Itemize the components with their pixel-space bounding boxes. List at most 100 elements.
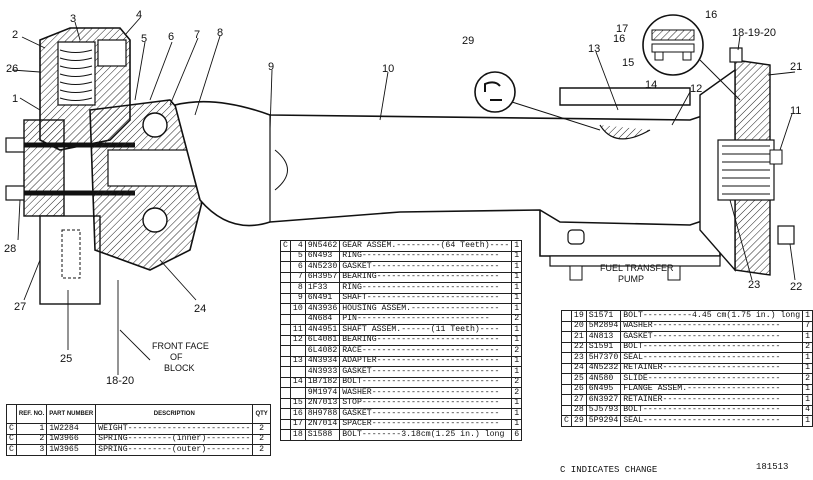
part-number: 5J5793 <box>585 404 622 416</box>
change-flag <box>561 341 572 353</box>
part-number: 2N7013 <box>304 397 341 409</box>
table-row: 4N684 PIN---------------------------2 <box>280 313 523 325</box>
ref-no: 27 <box>570 394 587 406</box>
quantity: 1 <box>802 362 813 374</box>
change-flag <box>280 429 291 441</box>
change-flag <box>561 352 572 364</box>
part-number: 4N580 <box>585 373 622 385</box>
callout-28: 28 <box>4 243 16 255</box>
part-number: 4N684 <box>304 313 341 325</box>
col-header-part: PART NUMBER <box>46 404 97 424</box>
callout-13: 13 <box>588 43 600 55</box>
ref-no: 23 <box>570 352 587 364</box>
quantity: 2 <box>252 433 271 445</box>
change-flag: C <box>6 433 17 445</box>
quantity: 2 <box>511 376 523 388</box>
description: SLIDE--------------------------- <box>620 373 804 385</box>
part-number: 5M2894 <box>585 320 622 332</box>
ref-no: 28 <box>570 404 587 416</box>
table-row: C 3 1W3965 SPRING---------(outer)-------… <box>6 444 271 456</box>
callout-9: 9 <box>268 61 274 73</box>
detail-view-seal <box>474 71 601 131</box>
description: RETAINER------------------------ <box>620 362 804 374</box>
callout-22: 22 <box>790 281 802 293</box>
ref-no: 11 <box>289 324 306 336</box>
change-flag <box>561 404 572 416</box>
callout-7: 7 <box>194 29 200 41</box>
front-face-label-2: OF <box>170 352 183 362</box>
change-flag <box>561 362 572 374</box>
part-number: 1W3965 <box>46 444 97 456</box>
ref-no: 29 <box>570 415 587 427</box>
part-number: 6H3957 <box>304 271 341 283</box>
change-flag <box>280 324 291 336</box>
part-number: 4N3933 <box>304 366 341 378</box>
ref-no <box>289 313 306 325</box>
change-flag <box>561 331 572 343</box>
ref-no: 17 <box>289 418 306 430</box>
front-face-label-1: FRONT FACE <box>152 341 209 351</box>
quantity: 2 <box>511 313 523 325</box>
part-number: 6N3927 <box>585 394 622 406</box>
ref-no: 14 <box>289 376 306 388</box>
description: GASKET-------------------------- <box>339 408 513 420</box>
quantity: 1 <box>802 394 813 406</box>
ref-no: 8 <box>289 282 306 294</box>
description: BOLT--------3.18cm(1.25 in.) long <box>339 429 513 441</box>
ref-no: 3 <box>15 444 48 456</box>
description: BOLT---------------------------- <box>620 404 804 416</box>
callout-29: 29 <box>462 35 474 47</box>
ref-no: 12 <box>289 334 306 346</box>
quantity: 1 <box>511 292 523 304</box>
ref-no: 26 <box>570 383 587 395</box>
col-header-change <box>6 404 17 424</box>
callout-23: 23 <box>748 279 760 291</box>
callout-25: 25 <box>60 353 72 365</box>
callout-4: 4 <box>136 9 142 21</box>
quantity: 1 <box>511 408 523 420</box>
callout-16b: 16 <box>613 33 625 45</box>
callout-numbers: 1 2 3 4 5 6 7 8 9 10 11 12 13 14 15 16 1… <box>4 9 802 387</box>
description: ADAPTER------------------------- <box>339 355 513 367</box>
ref-no <box>289 387 306 399</box>
change-flag <box>280 303 291 315</box>
description: PIN--------------------------- <box>339 313 513 325</box>
part-number: 8H9788 <box>304 408 341 420</box>
ref-no: 25 <box>570 373 587 385</box>
quantity: 2 <box>802 373 813 385</box>
ref-no: 10 <box>289 303 306 315</box>
diagram-labels: FUEL TRANSFER PUMP FRONT FACE OF BLOCK <box>152 263 674 373</box>
change-flag <box>280 387 291 399</box>
change-flag <box>280 355 291 367</box>
change-flag <box>561 373 572 385</box>
part-number: 4N813 <box>585 331 622 343</box>
change-flag <box>561 320 572 332</box>
quantity: 2 <box>802 341 813 353</box>
quantity: 1 <box>511 397 523 409</box>
ref-no: 16 <box>289 408 306 420</box>
quantity: 1 <box>511 418 523 430</box>
rear-flange <box>699 47 795 276</box>
part-number: 4N3936 <box>304 303 341 315</box>
ref-no: 1 <box>15 423 48 435</box>
part-number: 9M1974 <box>304 387 341 399</box>
quantity: 1 <box>511 355 523 367</box>
ref-no <box>289 366 306 378</box>
callout-14: 14 <box>645 79 657 91</box>
quantity: 2 <box>511 387 523 399</box>
description: WEIGHT------------------------- <box>95 423 254 435</box>
